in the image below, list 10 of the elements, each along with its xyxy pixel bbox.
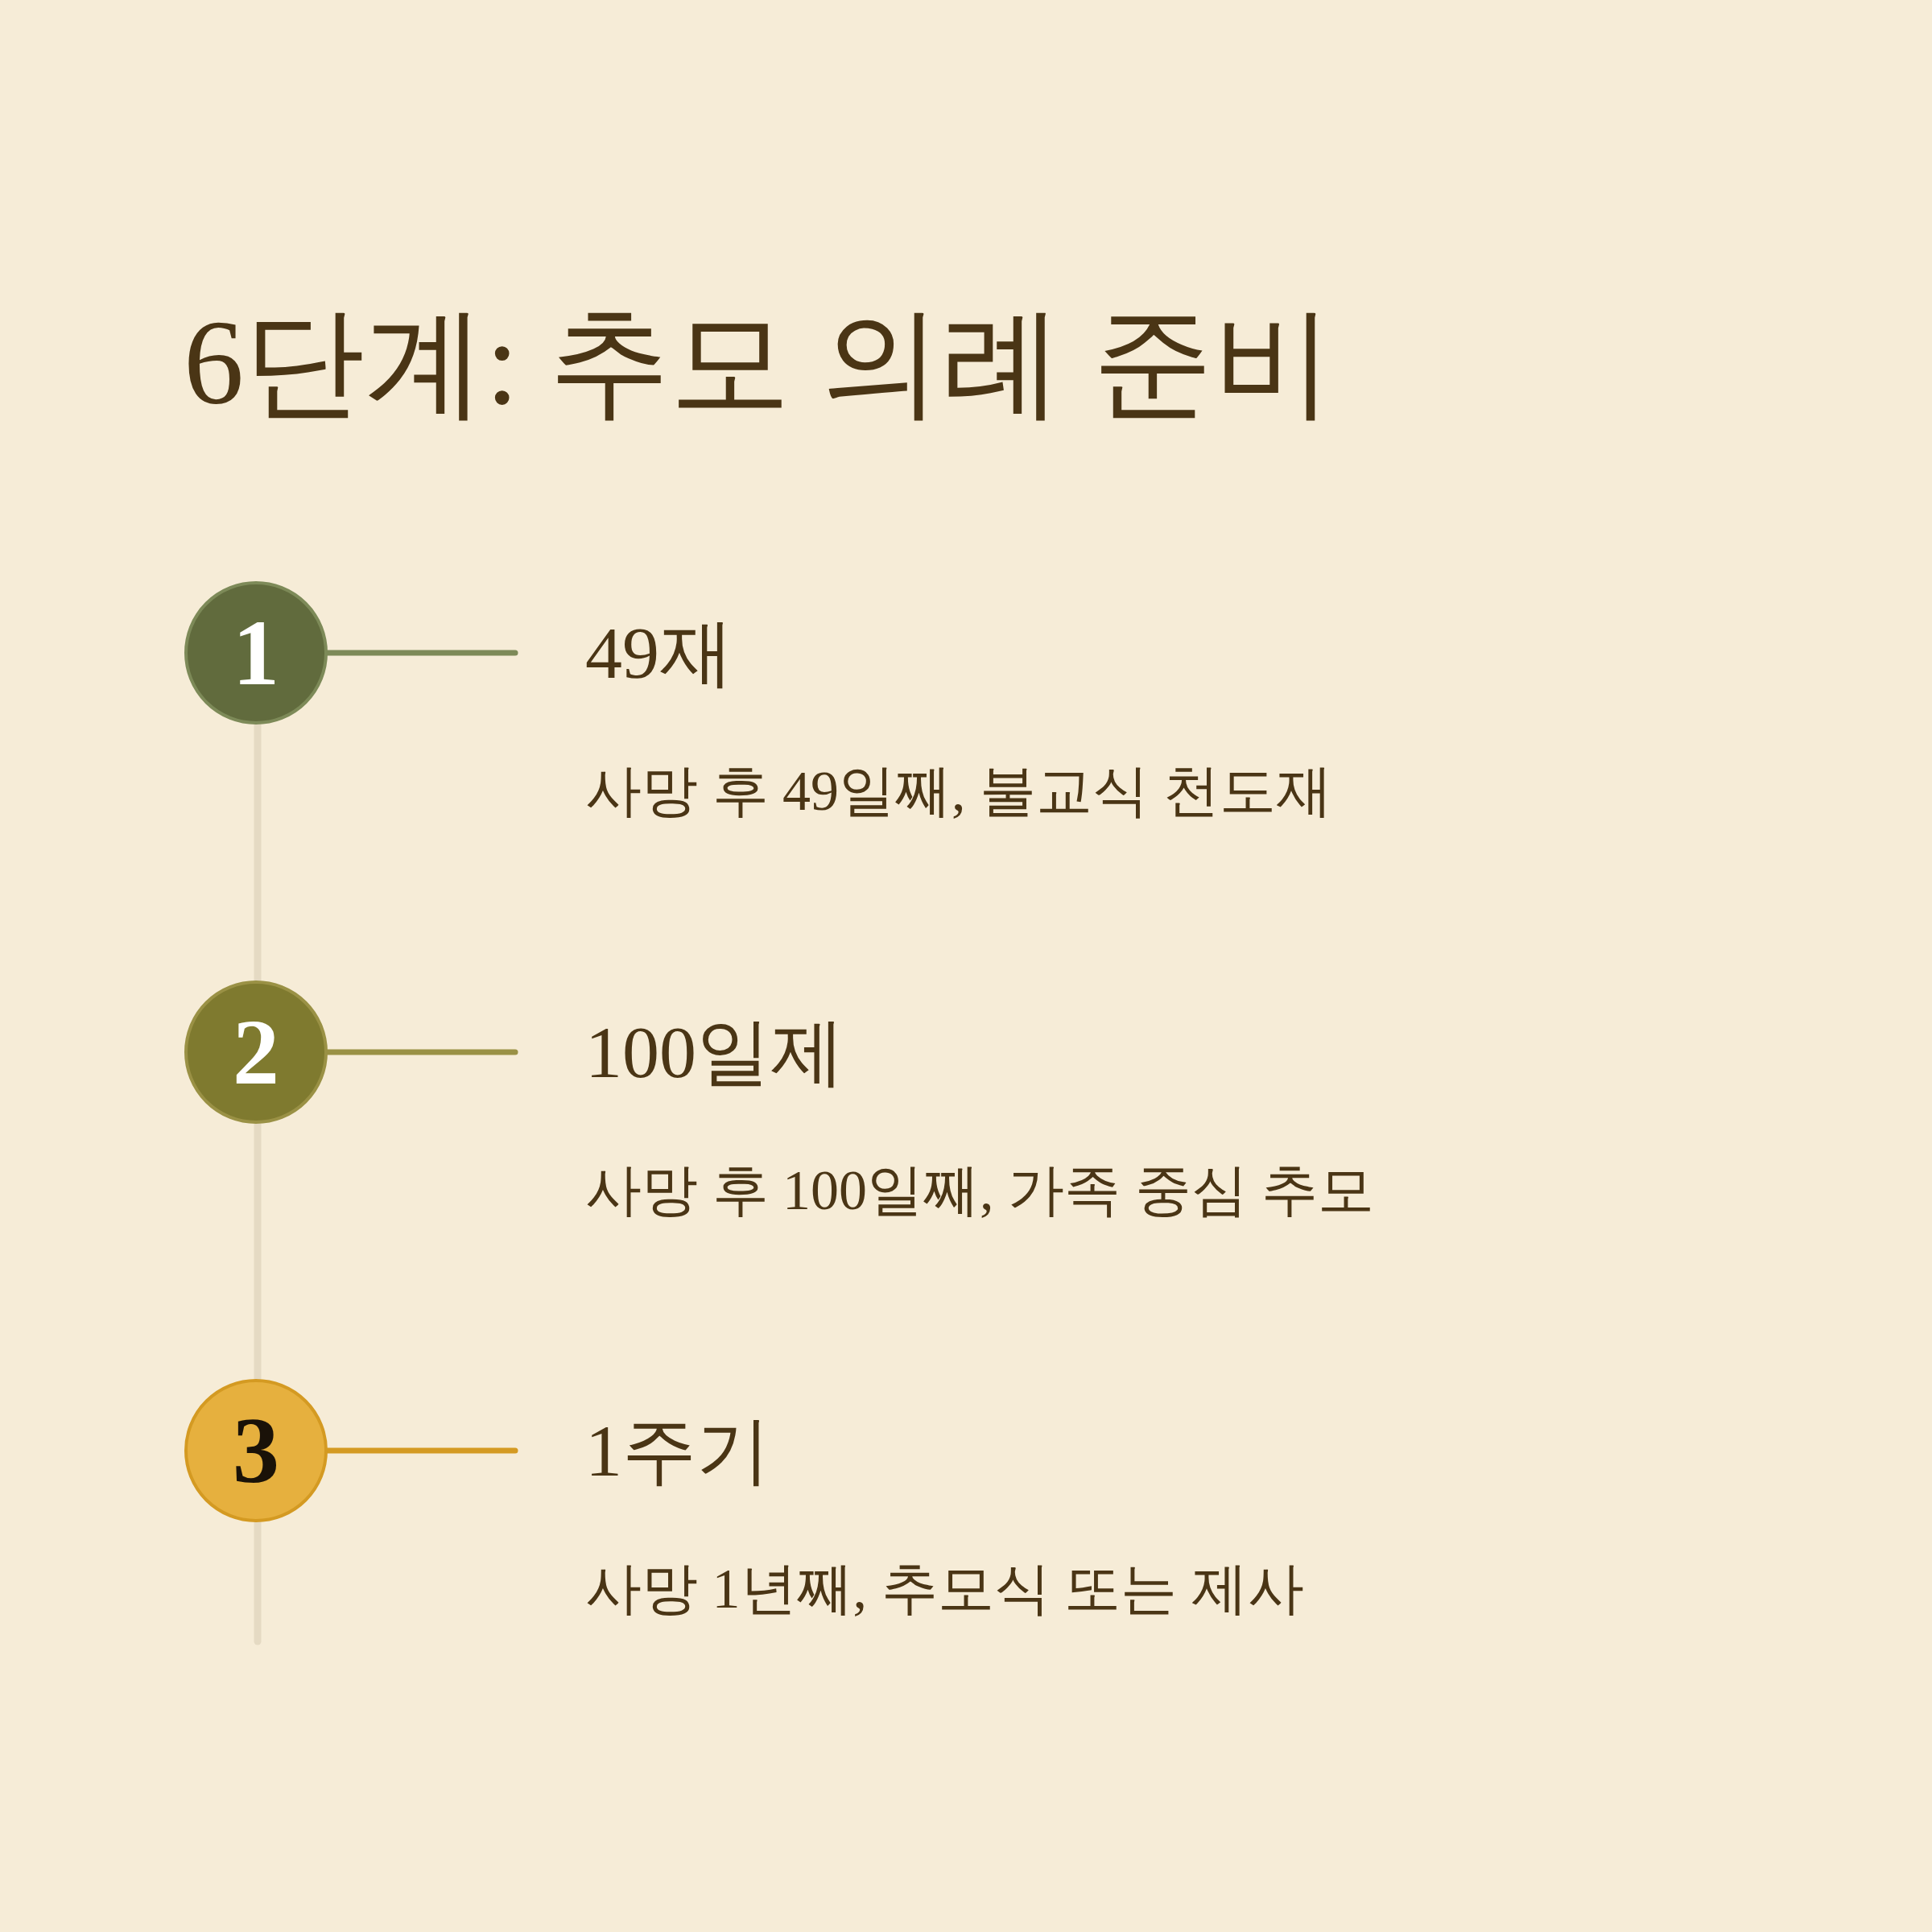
title: 6단계: 추모 의례 준비 — [184, 295, 1335, 431]
step-number-circle: 1 — [184, 581, 328, 724]
step-description: 사망 후 49일째, 불교식 천도재 — [585, 759, 1332, 824]
step-heading: 49재 — [585, 611, 734, 696]
step-heading: 100일제 — [585, 1010, 845, 1095]
step-number-circle: 2 — [184, 980, 328, 1124]
step-heading: 1주기 — [585, 1409, 771, 1493]
step-description: 사망 1년째, 추모식 또는 제사 — [585, 1557, 1304, 1621]
step-description: 사망 후 100일째, 가족 중심 추모 — [585, 1158, 1374, 1223]
step-number-circle: 3 — [184, 1379, 328, 1522]
